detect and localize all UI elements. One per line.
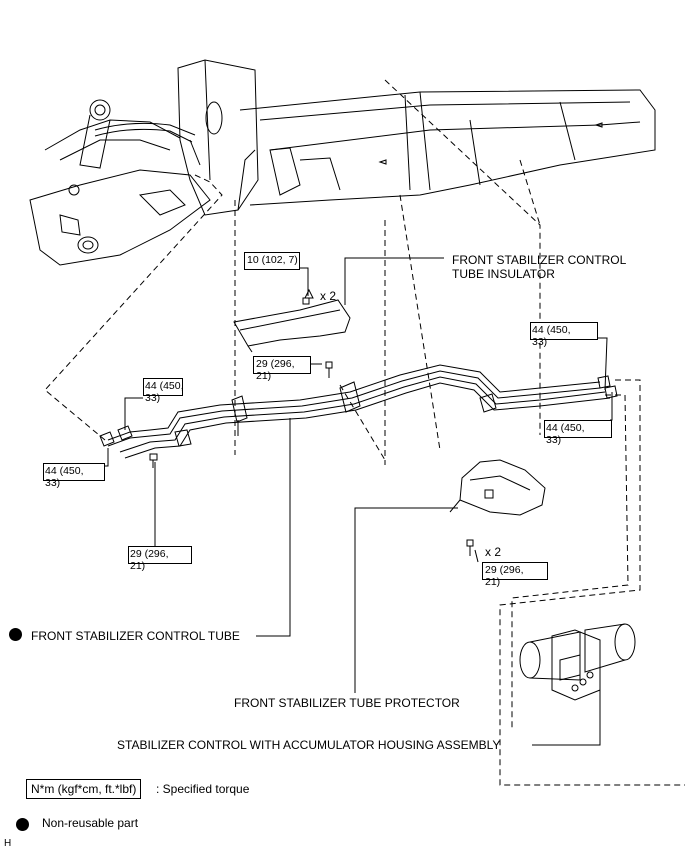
torque-label-right-lower-union-2: 33): [546, 434, 562, 446]
torque-label-insulator-bolt: 10 (102, 7): [247, 254, 298, 266]
torque-label-left-lower-union: 44 (450,: [45, 465, 84, 477]
legend-torque-description: : Specified torque: [156, 782, 250, 796]
torque-box-insulator-bolt: [244, 252, 300, 270]
part-label-control-tube: FRONT STABILIZER CONTROL TUBE: [31, 629, 240, 643]
torque-box-tube-bracket-bolt: [253, 356, 311, 374]
torque-label-left-upper-union: 44 (450,: [145, 380, 184, 392]
torque-label-tube-bracket-bolt-2: 21): [256, 370, 272, 382]
torque-box-left-upper-union: [143, 378, 183, 396]
torque-box-protector-bolt: [482, 562, 548, 580]
part-label-tube-insulator: FRONT STABILIZER CONTROL: [452, 253, 627, 267]
part-label-tube-protector: FRONT STABILIZER TUBE PROTECTOR: [234, 696, 460, 710]
part-label-housing-assembly: STABILIZER CONTROL WITH ACCUMULATOR HOUS…: [117, 738, 501, 752]
torque-box-right-upper-union: [530, 322, 598, 340]
torque-box-left-lower-union: [43, 463, 105, 481]
leader-lines: [104, 257, 613, 746]
torque-label-right-upper-union-2: 33): [532, 336, 548, 348]
torque-box-left-bracket-bolt: [128, 546, 192, 564]
torque-label-tube-bracket-bolt: 29 (296,: [256, 358, 295, 370]
figure-code: H: [4, 838, 12, 849]
torque-label-left-bracket-bolt-2: 21): [130, 560, 146, 572]
torque-label-left-upper-union-2: 33): [145, 392, 161, 404]
vehicle-frame-illustration: [29, 59, 656, 266]
torque-label-right-upper-union: 44 (450,: [532, 324, 571, 336]
housing-assembly-illustration: [519, 623, 636, 701]
insulator-bolt-quantity: x 2: [320, 289, 337, 303]
torque-box-right-lower-union: [544, 420, 612, 438]
protector-bolt-quantity: x 2: [485, 545, 502, 559]
torque-label-right-lower-union: 44 (450,: [546, 422, 585, 434]
torque-label-protector-bolt: 29 (296,: [485, 564, 524, 576]
torque-label-protector-bolt-2: 21): [485, 576, 501, 588]
tube-protector-illustration: [449, 459, 546, 516]
legend-non-reusable-icon: [16, 818, 29, 831]
legend-torque-unit: N*m (kgf*cm, ft.*lbf): [26, 779, 142, 799]
legend-non-reusable-description: Non-reusable part: [42, 816, 139, 830]
bolt-icons: [149, 297, 474, 556]
torque-label-left-lower-union-2: 33): [45, 477, 61, 489]
torque-label-left-bracket-bolt: 29 (296,: [130, 548, 169, 560]
part-label-tube-insulator-2: TUBE INSULATOR: [452, 267, 555, 281]
stabilizer-control-tube: [99, 364, 618, 459]
non-reusable-part-marker: [9, 628, 22, 641]
